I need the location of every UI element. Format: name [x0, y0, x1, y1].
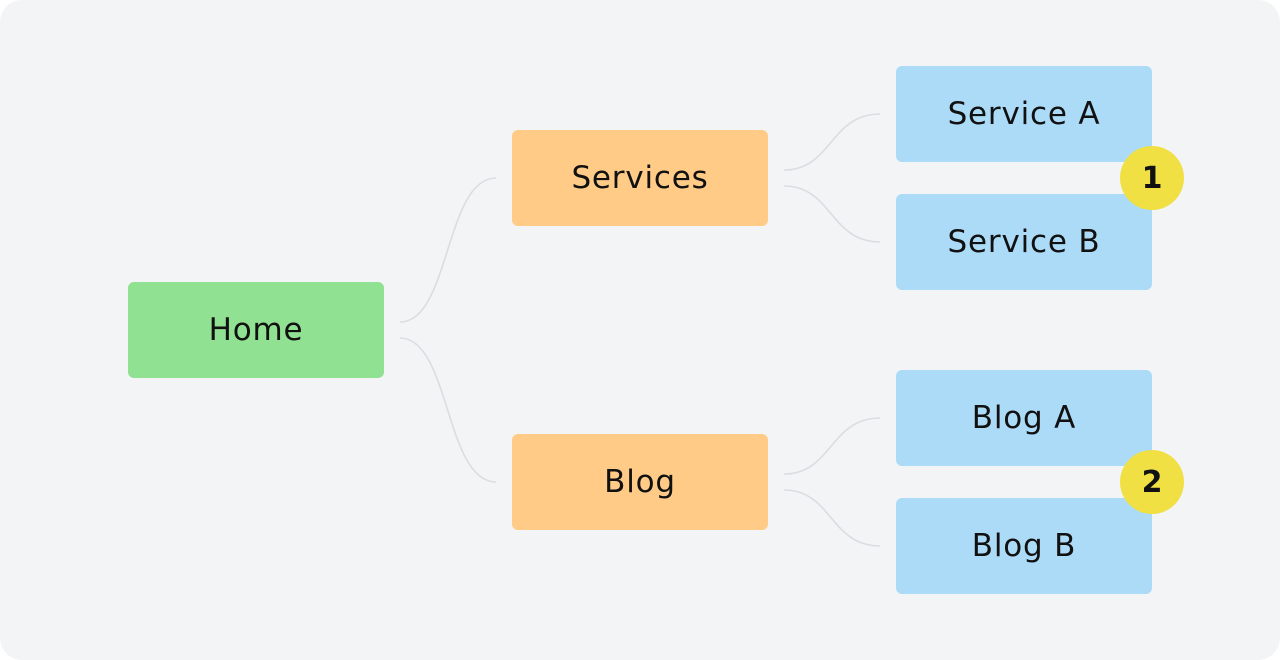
node-blog[interactable]: Blog: [512, 434, 768, 530]
connector-services-service-b: [783, 185, 881, 243]
connector-blog-blog-a: [783, 417, 881, 475]
connector-services-service-a: [783, 113, 881, 171]
connector-home-services: [399, 177, 497, 323]
node-services[interactable]: Services: [512, 130, 768, 226]
node-service-a[interactable]: Service A: [896, 66, 1152, 162]
group-badge-2: 2: [1120, 450, 1184, 514]
node-home[interactable]: Home: [128, 282, 384, 378]
group-badge-1: 1: [1120, 146, 1184, 210]
connector-home-blog: [399, 337, 497, 483]
node-service-b[interactable]: Service B: [896, 194, 1152, 290]
node-blog-a[interactable]: Blog A: [896, 370, 1152, 466]
node-blog-b[interactable]: Blog B: [896, 498, 1152, 594]
connector-blog-blog-b: [783, 489, 881, 547]
